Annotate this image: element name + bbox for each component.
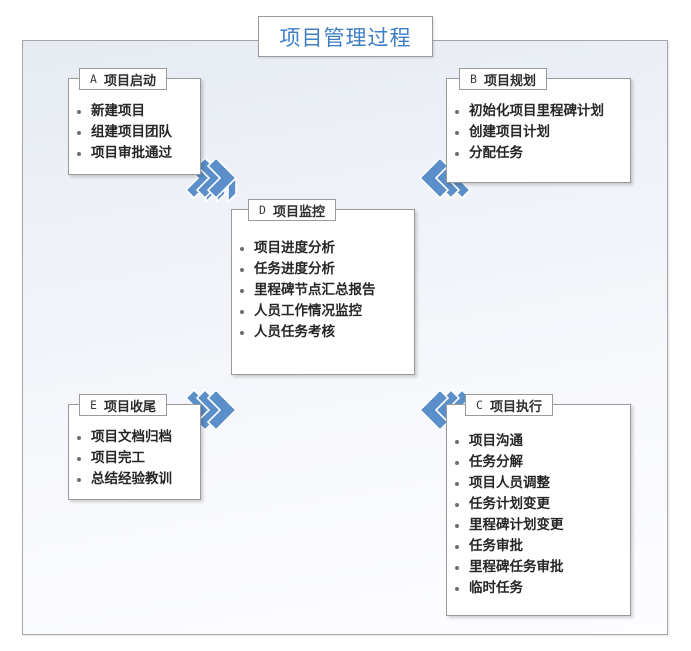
page-title: 项目管理过程 — [258, 16, 433, 57]
list-item: 项目进度分析 — [232, 238, 414, 259]
phase-box-d-code: D — [259, 203, 266, 217]
phase-box-b-title: 项目规划 — [483, 73, 536, 89]
list-item: 项目审批通过 — [69, 143, 200, 164]
phase-box-a-title: 项目启动 — [103, 73, 156, 89]
list-item: 任务计划变更 — [447, 494, 630, 515]
list-item: 创建项目计划 — [447, 122, 630, 143]
list-item: 人员任务考核 — [232, 322, 414, 343]
list-item: 里程碑任务审批 — [447, 557, 630, 578]
list-item: 里程碑计划变更 — [447, 515, 630, 536]
phase-box-c-title: 项目执行 — [489, 399, 542, 415]
list-item: 任务审批 — [447, 536, 630, 557]
phase-box-e-code: E — [90, 398, 97, 412]
phase-box-b-header: B 项目规划 — [459, 68, 547, 90]
phase-box-b-code: B — [470, 72, 477, 86]
phase-box-c-list: 项目沟通 任务分解 项目人员调整 任务计划变更 里程碑计划变更 任务审批 里程碑… — [447, 431, 630, 599]
phase-box-a-code: A — [90, 72, 97, 86]
list-item: 项目沟通 — [447, 431, 630, 452]
phase-box-e-header: E 项目收尾 — [79, 394, 167, 416]
phase-box-e[interactable]: E 项目收尾 项目文档归档 项目完工 总结经验教训 — [68, 394, 201, 500]
list-item: 初始化项目里程碑计划 — [447, 101, 630, 122]
phase-box-d-list: 项目进度分析 任务进度分析 里程碑节点汇总报告 人员工作情况监控 人员任务考核 — [232, 238, 414, 343]
list-item: 里程碑节点汇总报告 — [232, 280, 414, 301]
phase-box-c-header: C 项目执行 — [465, 394, 553, 416]
phase-box-d-title: 项目监控 — [272, 204, 325, 220]
list-item: 项目文档归档 — [69, 427, 200, 448]
phase-box-b-list: 初始化项目里程碑计划 创建项目计划 分配任务 — [447, 101, 630, 164]
list-item: 项目人员调整 — [447, 473, 630, 494]
list-item: 任务分解 — [447, 452, 630, 473]
phase-box-b[interactable]: B 项目规划 初始化项目里程碑计划 创建项目计划 分配任务 — [446, 68, 631, 183]
phase-box-a-header: A 项目启动 — [79, 68, 167, 90]
list-item: 项目完工 — [69, 448, 200, 469]
phase-box-d-header: D 项目监控 — [248, 199, 336, 221]
page-title-text: 项目管理过程 — [279, 25, 412, 50]
phase-box-a-list: 新建项目 组建项目团队 项目审批通过 — [69, 101, 200, 164]
phase-box-c[interactable]: C 项目执行 项目沟通 任务分解 项目人员调整 任务计划变更 里程碑计划变更 任… — [446, 394, 631, 616]
list-item: 分配任务 — [447, 143, 630, 164]
phase-box-e-list: 项目文档归档 项目完工 总结经验教训 — [69, 427, 200, 490]
list-item: 任务进度分析 — [232, 259, 414, 280]
list-item: 组建项目团队 — [69, 122, 200, 143]
list-item: 人员工作情况监控 — [232, 301, 414, 322]
list-item: 临时任务 — [447, 578, 630, 599]
phase-box-e-title: 项目收尾 — [103, 399, 156, 415]
phase-box-d[interactable]: D 项目监控 项目进度分析 任务进度分析 里程碑节点汇总报告 人员工作情况监控 … — [231, 199, 415, 375]
list-item: 总结经验教训 — [69, 469, 200, 490]
phase-box-a[interactable]: A 项目启动 新建项目 组建项目团队 项目审批通过 — [68, 68, 201, 175]
list-item: 新建项目 — [69, 101, 200, 122]
phase-box-c-code: C — [476, 398, 483, 412]
